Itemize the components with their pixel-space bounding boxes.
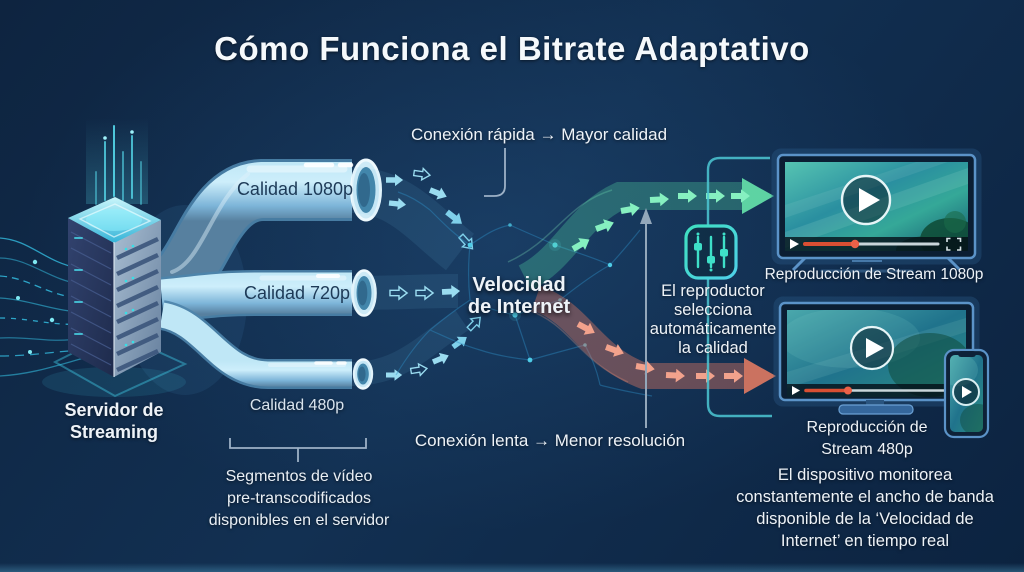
player-controls-sd [787,384,966,397]
pipe-label-480p: Calidad 480p [249,397,345,414]
progress-knob [844,386,852,395]
fast-callout-line [484,148,506,197]
fast-stream [507,178,774,291]
progress-knob [850,239,860,249]
phone-notch [958,351,976,357]
player-selection-annotation: El reproductor selecciona automáticament… [649,282,777,357]
caption-stream-480p: Reproducción de Stream 480p [806,419,928,458]
slow-arrowhead [744,358,776,394]
pipe-label-720p: Calidad 720p [243,283,351,303]
segments-annotation: Segmentos de vídeo pre-transcodificados … [208,468,390,529]
play-icon [952,378,980,406]
server-label: Servidor de Streaming [64,400,164,442]
bottom-glow-strip [0,563,1024,572]
pipes-group [152,158,475,390]
player-controls-hd [785,237,968,251]
caption-stream-1080p: Reproducción de Stream 1080p [764,266,984,283]
fast-arrowhead [742,178,774,214]
monitor-stand-hd [791,256,962,273]
play-icon [840,174,892,226]
fullscreen-icon [946,237,962,251]
pipe-480 [158,300,374,390]
play-control-icon [792,386,800,395]
internet-speed-label: Velocidad de Internet [467,274,571,318]
phone [943,348,990,439]
play-control-icon [790,239,799,249]
segments-bracket [229,438,367,462]
page-title: Cómo Funciona el Bitrate Adaptativo [214,30,810,67]
slow-connection-annotation: Conexión lenta → Menor resolución [414,431,686,450]
monitor-1080 [771,148,982,273]
monitor-480 [773,296,990,439]
pipe-label-1080p: Calidad 1080p [236,179,354,199]
slow-stream [527,285,776,394]
play-icon [849,325,895,371]
pipe-720 [159,269,377,323]
device-monitoring-annotation: El dispositivo monitorea constantemente … [736,466,994,550]
network-mesh [395,191,653,397]
server-illustration [52,118,188,398]
bandwidth-arrow [640,208,652,428]
monitor-stand-sd [838,400,914,415]
floor-glow [42,367,186,397]
quality-selector-icon [684,224,738,280]
selector-connectors [706,156,772,418]
fast-connection-annotation: Conexión rápida → Mayor calidad [410,125,668,144]
